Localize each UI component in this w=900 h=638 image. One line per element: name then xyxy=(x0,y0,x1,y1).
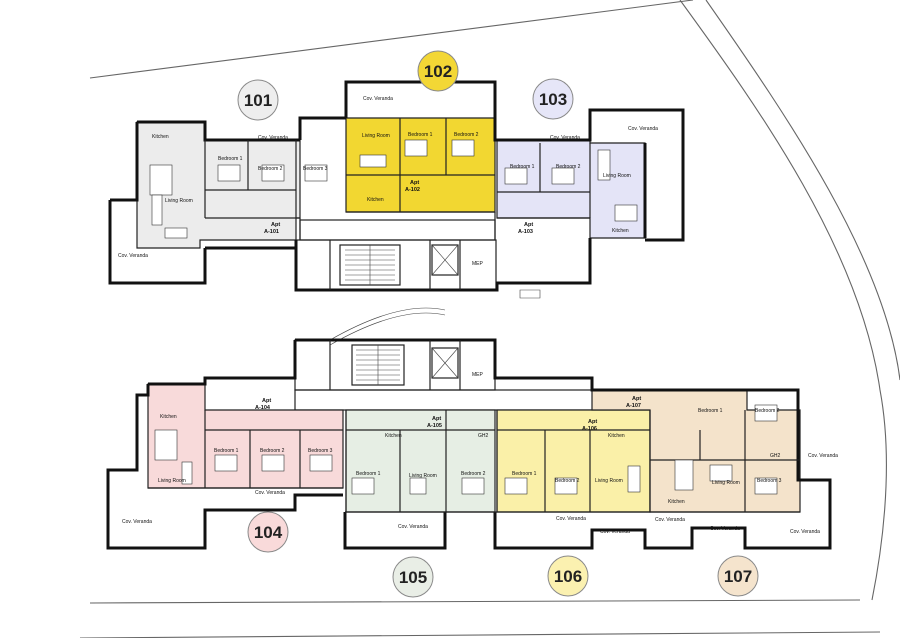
label-104-bedroom2: Bedroom 2 xyxy=(260,448,285,454)
label-103-apt: Apt xyxy=(524,222,533,228)
label-105-code: A-105 xyxy=(427,423,442,429)
label-101-bedroom3: Bedroom 3 xyxy=(303,166,328,172)
label-102-bedroom1: Bedroom 1 xyxy=(408,132,433,138)
label-107-veranda-b: Cov. Veranda xyxy=(710,526,740,532)
label-102-kitchen: Kitchen xyxy=(367,197,384,203)
label-103-bedroom2: Bedroom 2 xyxy=(556,164,581,170)
label-102-apt: Apt xyxy=(410,180,419,186)
badge-104-label: 104 xyxy=(254,523,283,542)
label-105-apt: Apt xyxy=(432,416,441,422)
unit-badges: 101 102 103 104 105 106 107 xyxy=(237,50,759,598)
label-106-living: Living Room xyxy=(595,478,623,484)
badge-103-label: 103 xyxy=(539,90,567,109)
label-107-veranda-a: Cov. Veranda xyxy=(655,517,685,523)
label-102-living: Living Room xyxy=(362,133,390,139)
upper-block: Kitchen Living Room Bedroom 1 Bedroom 2 … xyxy=(108,80,685,292)
label-106-bedroom1: Bedroom 1 xyxy=(512,471,537,477)
label-105-gh2: GH2 xyxy=(478,433,489,439)
label-106-bedroom2: Bedroom 2 xyxy=(555,478,580,484)
label-107-veranda-d: Cov. Veranda xyxy=(808,453,838,459)
label-104-kitchen: Kitchen xyxy=(160,414,177,420)
label-107-bedroom3: Bedroom 3 xyxy=(757,478,782,484)
label-101-veranda-top: Cov. Veranda xyxy=(258,135,288,141)
label-105-veranda: Cov. Veranda xyxy=(398,524,428,530)
badge-106-label: 106 xyxy=(554,567,582,586)
badge-106[interactable]: 106 xyxy=(547,555,589,597)
lower-stair xyxy=(351,344,405,386)
block-connector xyxy=(329,289,541,346)
label-104-veranda-top: Cov. Veranda xyxy=(255,490,285,496)
label-105-kitchen: Kitchen xyxy=(385,433,402,439)
label-101-veranda: Cov. Veranda xyxy=(118,253,148,259)
label-106-veranda-a: Cov. Veranda xyxy=(556,516,586,522)
badge-101-label: 101 xyxy=(244,91,272,110)
label-107-gh2: GH2 xyxy=(770,453,781,459)
label-105-bedroom2: Bedroom 2 xyxy=(461,471,486,477)
badge-105[interactable]: 105 xyxy=(392,556,434,598)
label-107-veranda-c: Cov. Veranda xyxy=(790,529,820,535)
label-105-bedroom1: Bedroom 1 xyxy=(356,471,381,477)
label-106-apt: Apt xyxy=(588,419,597,425)
site-boundary xyxy=(79,0,900,638)
label-101-bedroom1: Bedroom 1 xyxy=(218,156,243,162)
label-101-kitchen: Kitchen xyxy=(152,134,169,140)
upper-elevator xyxy=(431,244,459,276)
label-101-apt: Apt xyxy=(271,222,280,228)
label-104-bedroom3: Bedroom 3 xyxy=(308,448,333,454)
label-107-apt: Apt xyxy=(632,396,641,402)
badge-107[interactable]: 107 xyxy=(717,555,759,597)
badge-104[interactable]: 104 xyxy=(247,511,289,553)
label-upper-mep: MEP xyxy=(472,261,484,267)
label-104-apt: Apt xyxy=(262,398,271,404)
label-104-living: Living Room xyxy=(158,478,186,484)
apt-103-area[interactable] xyxy=(496,139,646,239)
badge-107-label: 107 xyxy=(724,567,752,586)
upper-corridor xyxy=(299,219,496,241)
badge-102-label: 102 xyxy=(424,62,452,81)
label-101-code: A-101 xyxy=(264,229,279,235)
label-103-bedroom1: Bedroom 1 xyxy=(510,164,535,170)
label-106-kitchen: Kitchen xyxy=(608,433,625,439)
label-106-veranda-b: Cov. Veranda xyxy=(600,529,630,535)
label-103-veranda-top: Cov. Veranda xyxy=(550,135,580,141)
label-104-veranda: Cov. Veranda xyxy=(122,519,152,525)
label-102-bedroom2: Bedroom 2 xyxy=(454,132,479,138)
label-104-bedroom1: Bedroom 1 xyxy=(214,448,239,454)
label-102-code: A-102 xyxy=(405,187,420,193)
lower-furniture xyxy=(154,404,778,495)
label-104-code: A-104 xyxy=(255,405,271,411)
label-107-kitchen: Kitchen xyxy=(668,499,685,505)
badge-102[interactable]: 102 xyxy=(417,50,459,92)
upper-room-labels: Kitchen Living Room Bedroom 1 Bedroom 2 … xyxy=(118,96,658,267)
label-102-veranda: Cov. Veranda xyxy=(363,96,393,102)
label-106-code: A-106 xyxy=(582,426,597,432)
upper-core xyxy=(295,239,497,291)
apt-106-area[interactable] xyxy=(496,409,651,513)
upper-furniture xyxy=(149,139,638,239)
label-lower-mep: MEP xyxy=(472,372,484,378)
badge-101[interactable]: 101 xyxy=(237,79,279,121)
lower-elevator xyxy=(431,347,459,379)
label-107-bedroom2: Bedroom 2 xyxy=(755,408,780,414)
label-101-bedroom2: Bedroom 2 xyxy=(258,166,283,172)
label-101-living: Living Room xyxy=(165,198,193,204)
label-105-living: Living Room xyxy=(409,473,437,479)
label-107-bedroom1: Bedroom 1 xyxy=(698,408,723,414)
label-103-kitchen: Kitchen xyxy=(612,228,629,234)
label-107-code: A-107 xyxy=(626,403,641,409)
label-103-living: Living Room xyxy=(603,173,631,179)
label-103-veranda: Cov. Veranda xyxy=(628,126,658,132)
label-107-living: Living Room xyxy=(712,480,740,486)
label-103-code: A-103 xyxy=(518,229,533,235)
lower-block: Kitchen Living Room Bedroom 1 Bedroom 2 … xyxy=(106,338,838,550)
upper-stair xyxy=(339,244,401,286)
lower-corridor xyxy=(294,389,596,411)
badge-103[interactable]: 103 xyxy=(532,78,574,120)
apt-105-area[interactable] xyxy=(345,409,496,513)
lower-room-labels: Kitchen Living Room Bedroom 1 Bedroom 2 … xyxy=(122,372,838,535)
badge-105-label: 105 xyxy=(399,568,427,587)
